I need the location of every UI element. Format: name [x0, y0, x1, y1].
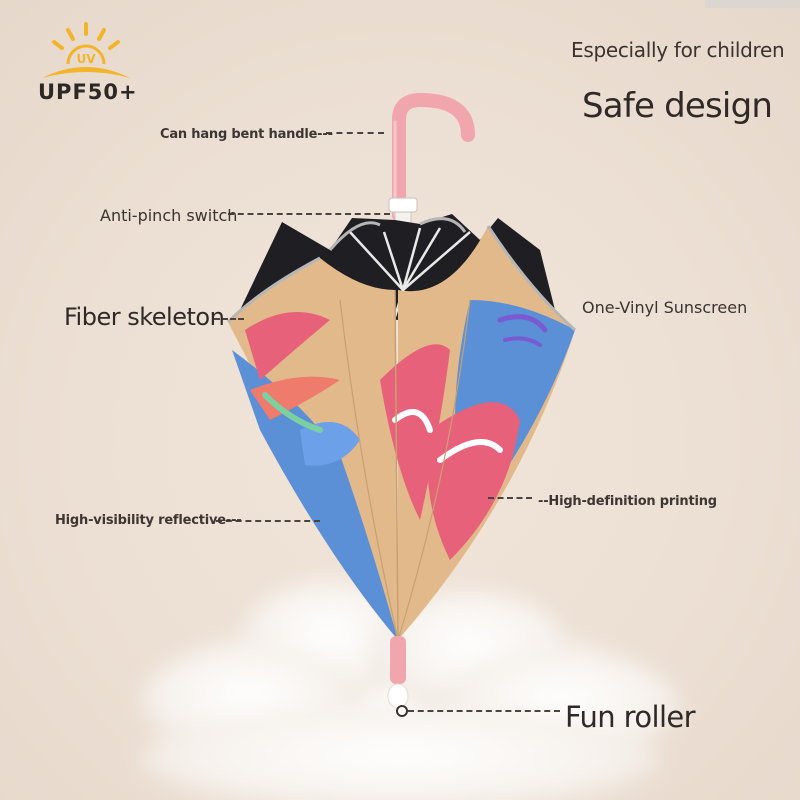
sun-uv-icon: UV	[42, 22, 130, 78]
callout-handle: Can hang bent handle---	[160, 127, 333, 142]
leader-reflective	[216, 520, 320, 522]
upf-badge-label: UPF50+	[38, 80, 138, 104]
callout-roller: Fun roller	[565, 700, 696, 734]
callout-printing: --High-definition printing	[538, 494, 717, 509]
canopy	[226, 217, 576, 641]
callout-sunscreen: One-Vinyl Sunscreen	[582, 298, 748, 317]
leader-skeleton	[214, 318, 244, 320]
leader-printing	[488, 497, 532, 499]
leader-switch	[228, 213, 390, 215]
corner-strip	[705, 0, 800, 8]
tip	[387, 636, 409, 709]
headline-main: Safe design	[582, 86, 773, 126]
leader-handle	[326, 132, 384, 134]
roller-marker	[396, 705, 408, 717]
callout-reflective: High-visibility reflective---	[55, 513, 242, 528]
headline-sub: Especially for children	[571, 38, 785, 62]
uv-icon-text: UV	[76, 52, 96, 66]
cloud-group	[140, 580, 680, 800]
leader-roller	[408, 710, 560, 712]
callout-switch: Anti-pinch switch	[100, 206, 238, 225]
callout-skeleton: Fiber skeleton	[64, 303, 225, 331]
